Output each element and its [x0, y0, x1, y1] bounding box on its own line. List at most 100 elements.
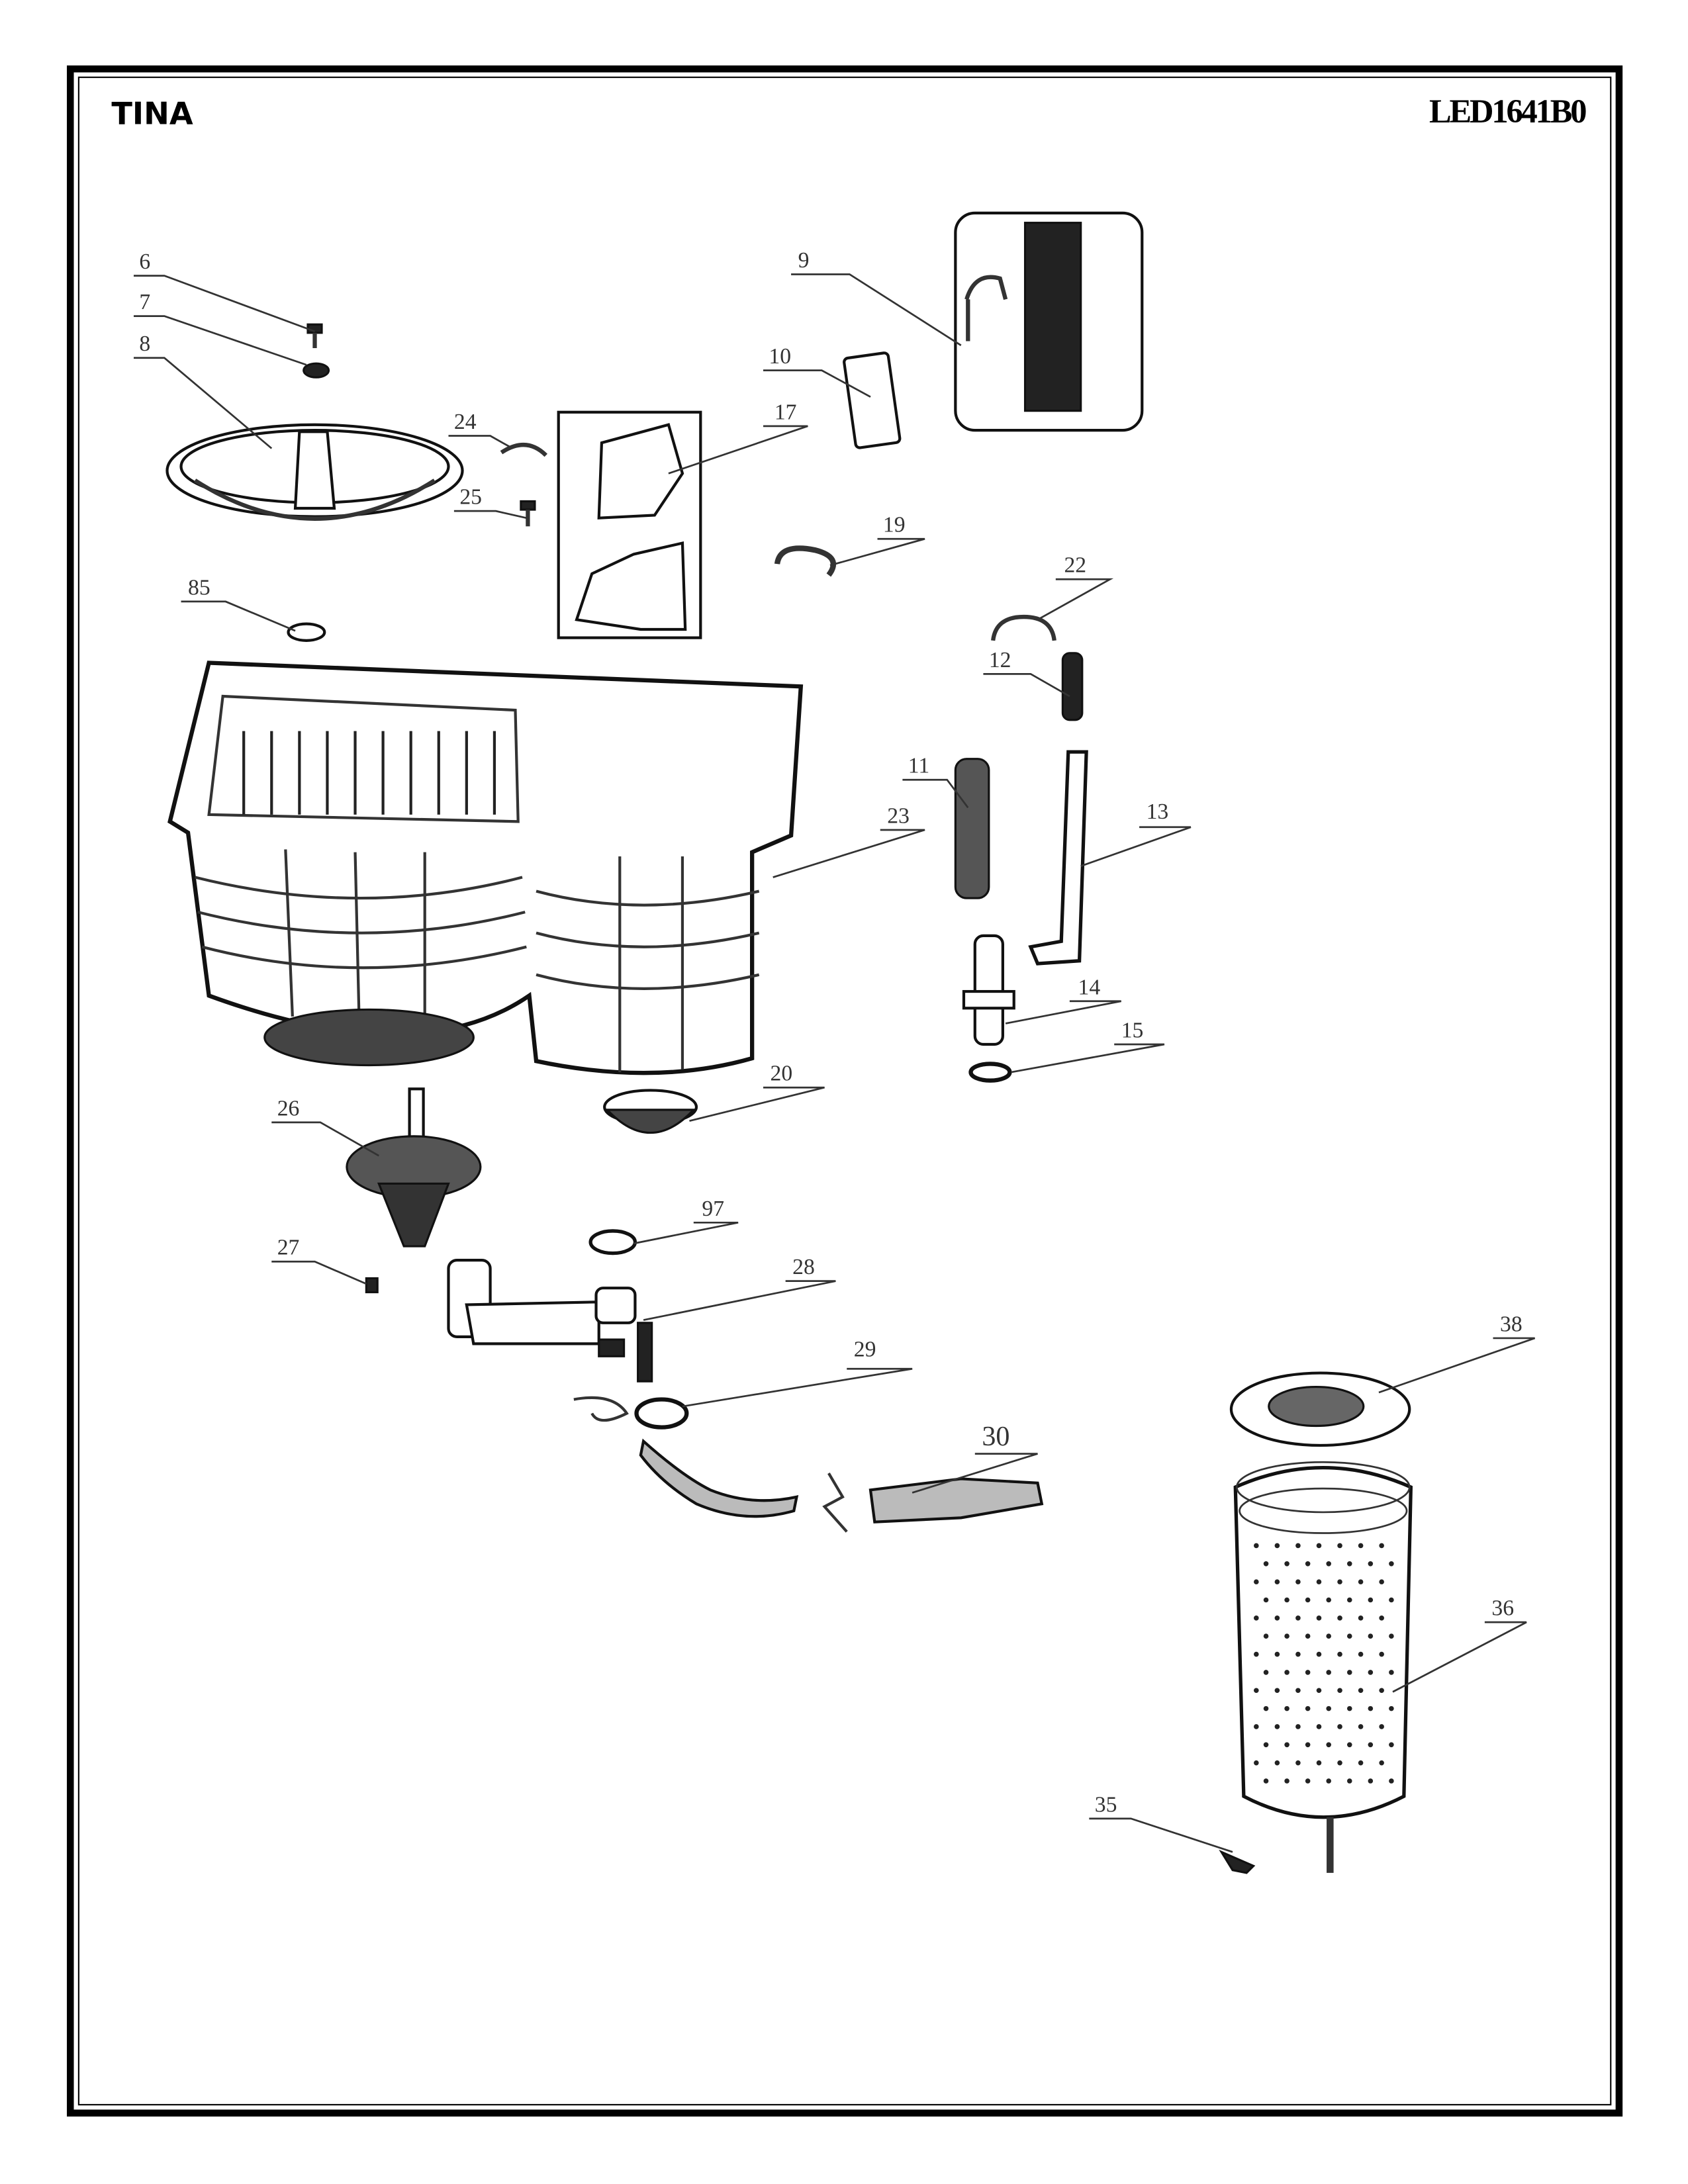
perforation-hole — [1263, 1742, 1269, 1748]
perforation-hole — [1389, 1742, 1394, 1748]
callout-24: 24 — [448, 410, 513, 449]
callout-25: 25 — [453, 485, 527, 520]
svg-text:35: 35 — [1095, 1792, 1117, 1817]
perforation-hole — [1368, 1742, 1374, 1748]
perforation-hole — [1368, 1561, 1374, 1567]
perforation-hole — [1305, 1670, 1311, 1675]
perforation-hole — [1254, 1651, 1259, 1657]
callout-19: 19 — [829, 513, 925, 567]
perforation-hole — [1358, 1760, 1364, 1766]
part-valve-14 — [962, 934, 1015, 1046]
perforation-hole — [1379, 1724, 1384, 1729]
perforation-hole — [1263, 1561, 1269, 1567]
callout-6: 6 — [133, 250, 315, 333]
part-cap-7 — [303, 362, 330, 379]
perforation-hole — [1326, 1742, 1332, 1748]
callout-8: 8 — [133, 332, 273, 449]
svg-text:12: 12 — [989, 648, 1011, 672]
part-screw-27 — [365, 1277, 379, 1294]
perforation-hole — [1379, 1651, 1384, 1657]
perforation-hole — [1284, 1597, 1289, 1603]
perforation-hole — [1337, 1688, 1342, 1694]
callout-7: 7 — [133, 290, 307, 366]
svg-text:7: 7 — [139, 290, 150, 314]
part-seal-15 — [968, 1062, 1012, 1083]
svg-text:38: 38 — [1500, 1312, 1523, 1336]
part-washer-85 — [287, 622, 326, 642]
perforation-hole — [1274, 1543, 1280, 1549]
perforation-hole — [1305, 1706, 1311, 1711]
part-basket-8 — [165, 423, 464, 521]
part-drain-assembly-28 — [447, 1259, 653, 1383]
perforation-hole — [1379, 1760, 1384, 1766]
perforation-hole — [1316, 1688, 1322, 1694]
svg-text:8: 8 — [139, 332, 150, 356]
perforation-hole — [1274, 1724, 1280, 1729]
perforation-hole — [1284, 1633, 1289, 1639]
callout-35: 35 — [1089, 1792, 1233, 1853]
svg-text:30: 30 — [982, 1422, 1009, 1452]
perforation-hole — [1274, 1615, 1280, 1621]
part-filter-10 — [843, 351, 902, 449]
page-border — [66, 65, 1623, 2117]
callout-9: 9 — [791, 248, 962, 346]
svg-text:85: 85 — [188, 575, 211, 600]
perforation-hole — [1358, 1615, 1364, 1621]
part-gearbox-26 — [346, 1087, 482, 1248]
perforation-hole — [1368, 1597, 1374, 1603]
svg-text:15: 15 — [1121, 1018, 1144, 1042]
part-tube-11 — [954, 758, 990, 899]
perforation-hole — [1379, 1615, 1384, 1621]
part-screw-6 — [306, 323, 323, 349]
svg-text:29: 29 — [854, 1337, 876, 1361]
perforation-hole — [1358, 1543, 1364, 1549]
brand-label: TINA — [111, 97, 193, 132]
perforation-hole — [1379, 1688, 1384, 1694]
svg-text:17: 17 — [774, 400, 797, 424]
perforation-hole — [1316, 1724, 1322, 1729]
callout-11: 11 — [902, 754, 969, 809]
perforation-hole — [1358, 1724, 1364, 1729]
perforation-hole — [1263, 1633, 1269, 1639]
perforation-hole — [1368, 1706, 1374, 1711]
perforation-hole — [1368, 1633, 1374, 1639]
perforation-hole — [1389, 1706, 1394, 1711]
svg-text:97: 97 — [702, 1197, 724, 1221]
part-drain-hose-30 — [639, 1438, 1044, 1533]
perforation-hole — [1263, 1597, 1269, 1603]
perforation-hole — [1295, 1724, 1301, 1729]
perforation-hole — [1326, 1597, 1332, 1603]
svg-text:36: 36 — [1491, 1596, 1514, 1621]
part-clamp-22 — [991, 614, 1056, 641]
svg-text:25: 25 — [459, 485, 482, 510]
callout-38: 38 — [1378, 1312, 1536, 1394]
perforation-hole — [1284, 1670, 1289, 1675]
perforation-hole — [1254, 1543, 1259, 1549]
perforation-hole — [1295, 1579, 1301, 1584]
perforation-hole — [1254, 1760, 1259, 1766]
perforation-hole — [1284, 1706, 1289, 1711]
part-drain-pipe-13 — [1028, 750, 1088, 966]
part-pulsator-38 — [1229, 1371, 1411, 1447]
perforation-hole — [1316, 1760, 1322, 1766]
perforation-hole — [1274, 1651, 1280, 1657]
svg-text:10: 10 — [769, 344, 791, 369]
callout-97: 97 — [633, 1197, 739, 1245]
callout-29: 29 — [682, 1337, 913, 1408]
perforation-hole — [1274, 1579, 1280, 1584]
perforation-hole — [1346, 1706, 1352, 1711]
svg-text:13: 13 — [1147, 799, 1169, 824]
perforation-hole — [1254, 1579, 1259, 1584]
svg-text:11: 11 — [908, 754, 929, 778]
perforation-hole — [1379, 1543, 1384, 1549]
perforation-hole — [1346, 1561, 1352, 1567]
callout-14: 14 — [1005, 975, 1121, 1024]
perforation-hole — [1263, 1670, 1269, 1675]
part-ring-97 — [588, 1229, 637, 1255]
part-tub-23 — [167, 660, 804, 1075]
perforation-hole — [1295, 1615, 1301, 1621]
perforation-hole — [1358, 1651, 1364, 1657]
perforation-hole — [1316, 1651, 1322, 1657]
part-hose-clamp-29 — [573, 1396, 689, 1430]
